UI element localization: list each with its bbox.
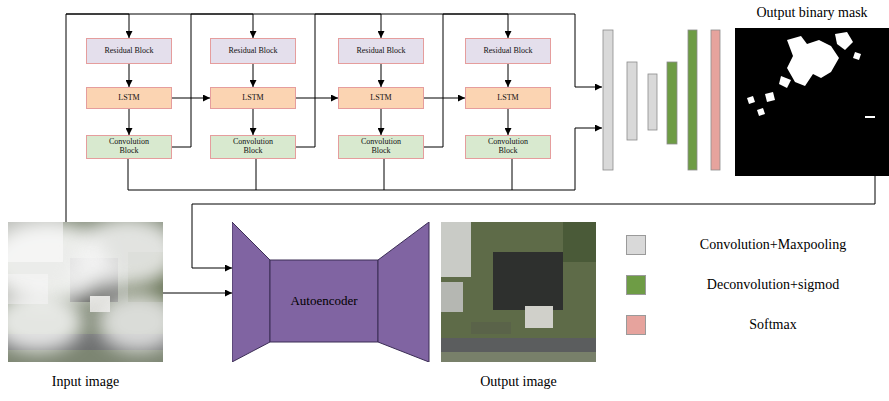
connector-arrow: [296, 14, 381, 147]
residual-block: Residual Block: [338, 38, 424, 64]
node-label: Convolution Block: [104, 138, 154, 156]
residual-block: Residual Block: [210, 38, 296, 64]
node-label: LSTM: [242, 94, 263, 103]
node-label: Autoencoder: [290, 293, 357, 309]
lstm-cell: LSTM: [338, 87, 424, 109]
lstm-cell: LSTM: [210, 87, 296, 109]
connector-arrow: [172, 14, 253, 147]
node-label: LSTM: [497, 94, 518, 103]
connector-arrow: [253, 64, 254, 87]
connector-arrow: [129, 109, 130, 135]
node-label: Convolution Block: [228, 138, 278, 156]
convolution-block: Convolution Block: [210, 135, 296, 159]
autoencoder-part: [270, 260, 378, 342]
autoencoder-part: [232, 222, 270, 362]
node-label: Residual Block: [483, 47, 532, 56]
connector-arrow: [253, 109, 254, 135]
node-label: Residual Block: [228, 47, 277, 56]
legend-entry: Convolution+Maxpooling: [626, 235, 886, 255]
connector-arrow: [381, 64, 382, 87]
legend-swatch: [626, 275, 646, 295]
convolution-block: Convolution Block: [338, 135, 424, 159]
legend-entry: Softmax: [626, 315, 886, 335]
legend-label: Convolution+Maxpooling: [660, 235, 886, 255]
connector-arrow: [508, 64, 509, 87]
residual-block: Residual Block: [465, 38, 551, 64]
node-label: LSTM: [118, 94, 139, 103]
node-label: Residual Block: [356, 47, 405, 56]
legend-label: Softmax: [660, 315, 886, 335]
lstm-cell: LSTM: [465, 87, 551, 109]
photo-image: Output image: [441, 222, 596, 362]
autoencoder-shape: [232, 222, 430, 362]
mask-picture: [735, 28, 889, 176]
legend-label: Deconvolution+sigmod: [660, 275, 886, 295]
connector-arrow: [129, 64, 130, 87]
residual-block: Residual Block: [86, 38, 172, 64]
autoencoder: Autoencoder: [232, 222, 430, 362]
image-caption: Output image: [431, 374, 606, 391]
connector-arrow: [424, 98, 465, 99]
convolution-block: Convolution Block: [86, 135, 172, 159]
connector-arrow: [192, 176, 875, 268]
mask-image: Output binary mask: [735, 28, 889, 176]
connector-arrow: [508, 109, 509, 135]
photo-image: Input image: [8, 222, 163, 362]
node-label: LSTM: [370, 94, 391, 103]
cnn-layers: [603, 30, 720, 170]
node-label: Residual Block: [104, 47, 153, 56]
input-aerial-picture: [0, 217, 178, 362]
autoencoder-part: [378, 222, 429, 362]
connector-arrow: [424, 14, 508, 147]
convolution-block: Convolution Block: [465, 135, 551, 159]
legend-entry: Deconvolution+sigmod: [626, 275, 886, 295]
lstm-cell: LSTM: [86, 87, 172, 109]
image-caption: Input image: [0, 374, 173, 391]
connector-arrow: [381, 109, 382, 135]
legend-swatch: [626, 315, 646, 335]
connector-arrow: [163, 293, 232, 294]
node-label: Convolution Block: [483, 138, 533, 156]
image-caption: Output binary mask: [725, 5, 889, 22]
node-label: Convolution Block: [356, 138, 406, 156]
output-aerial-picture: [441, 222, 596, 362]
connector-arrow: [296, 98, 338, 99]
legend-swatch: [626, 235, 646, 255]
bus-lines: [66, 14, 602, 190]
